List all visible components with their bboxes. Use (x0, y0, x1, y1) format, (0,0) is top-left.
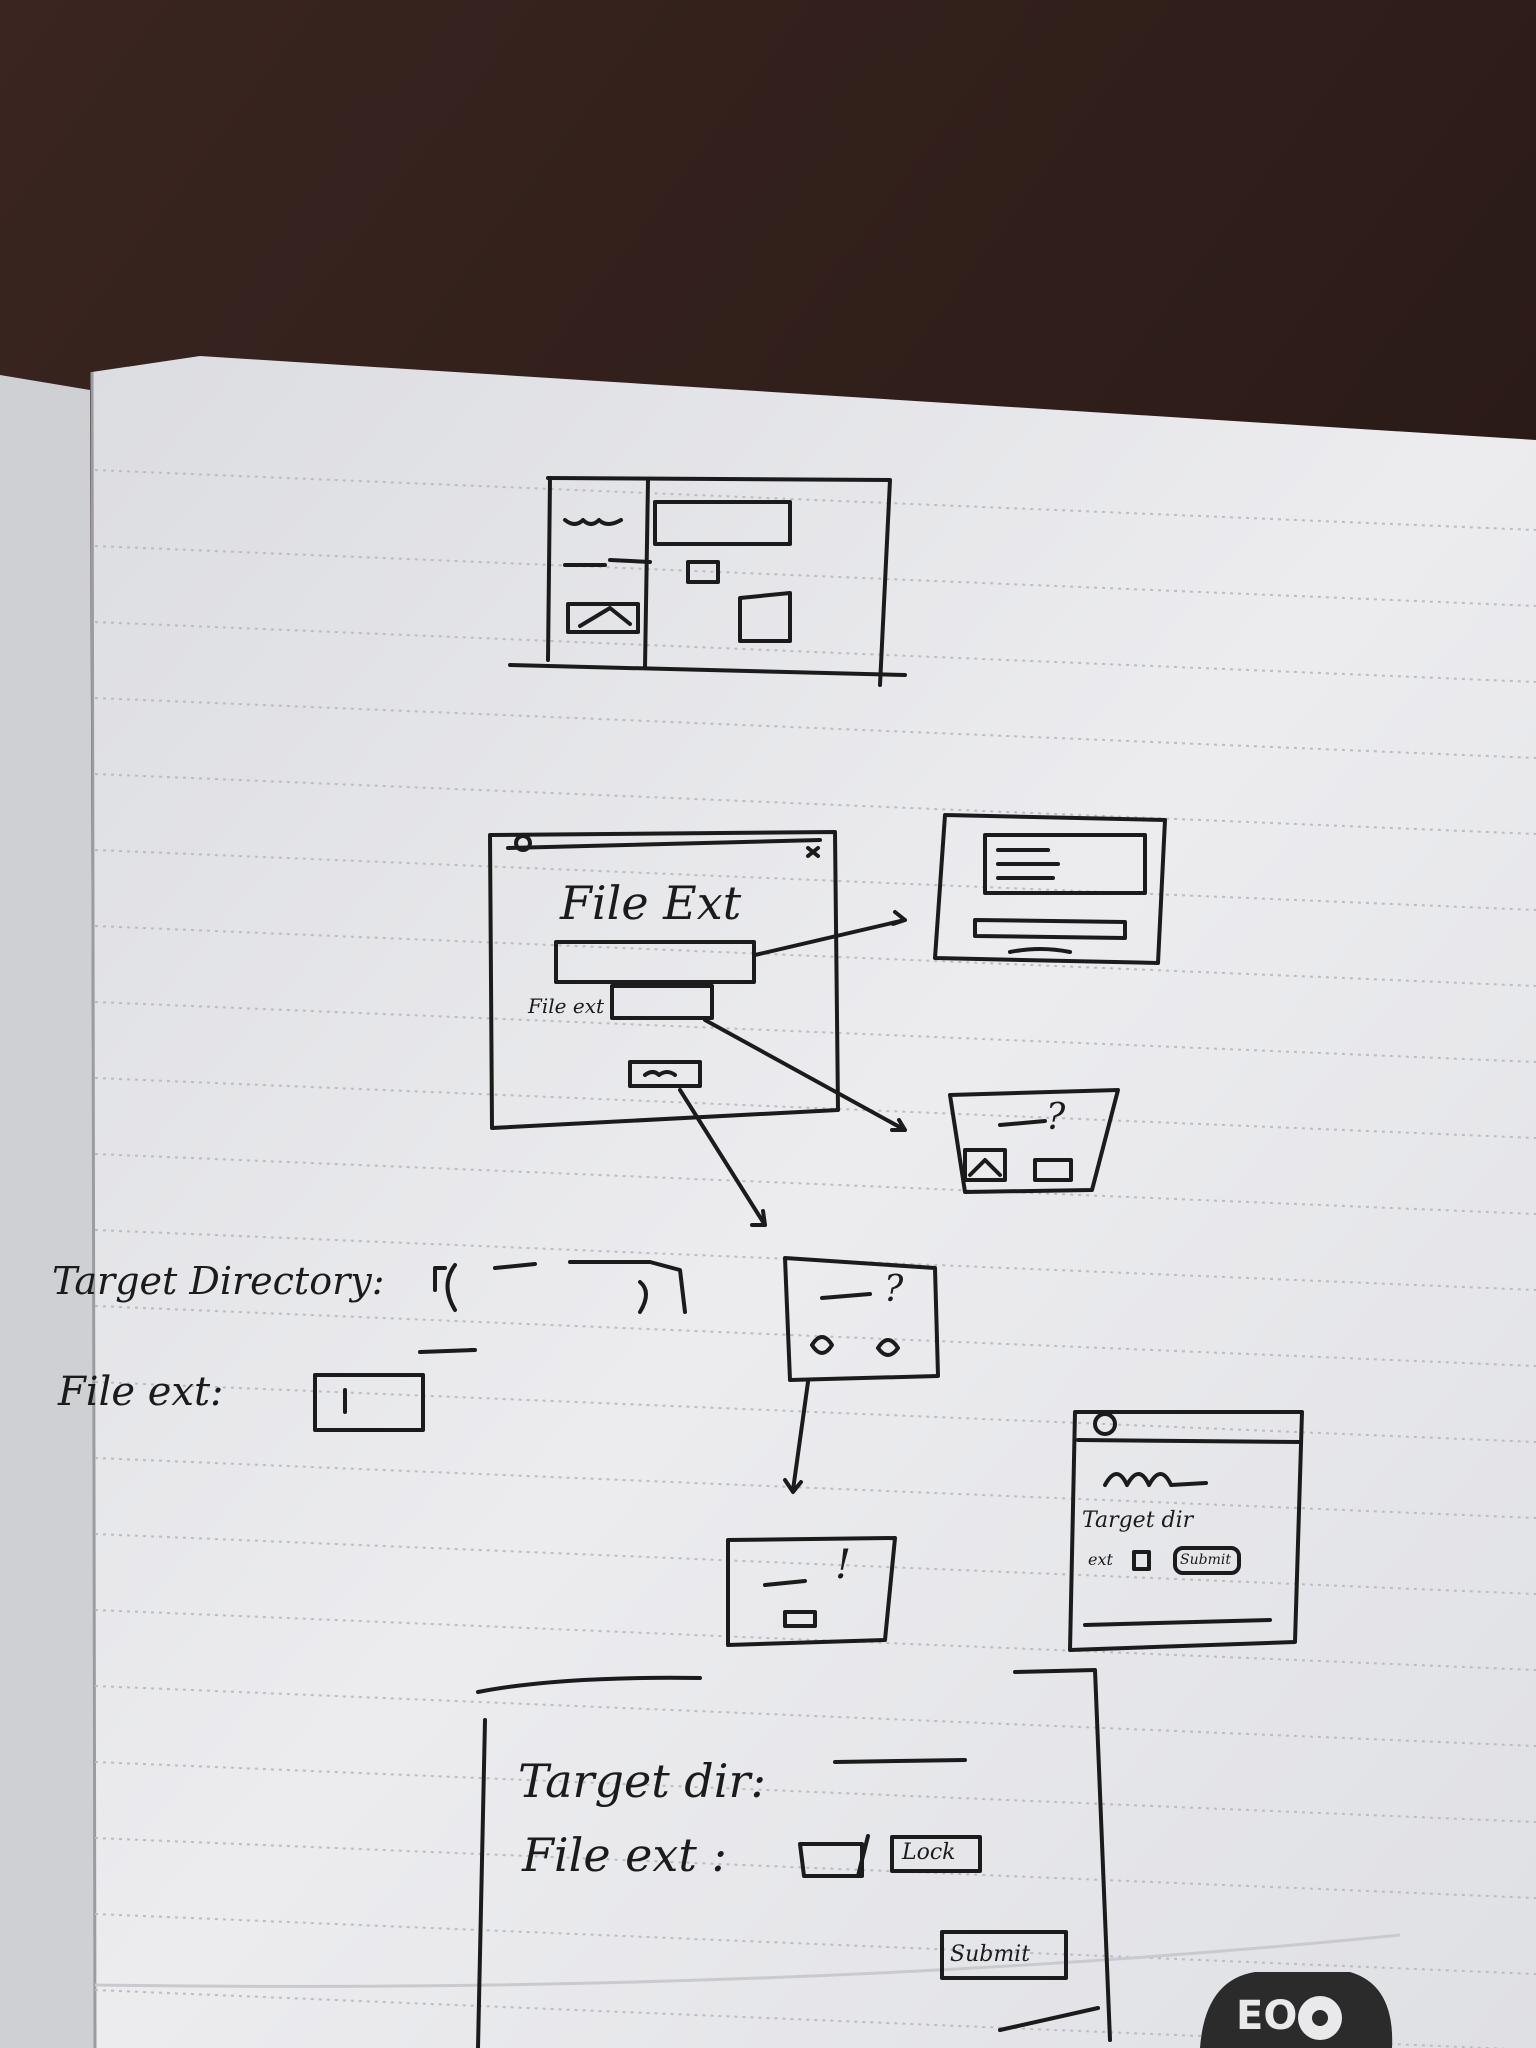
ruled-line (94, 925, 1536, 987)
ruled-lines (94, 469, 1536, 2048)
ruled-line (94, 1077, 1536, 1139)
lock-button-sketch: Lock (902, 1840, 956, 1865)
final-target-dir-label: Target dir: (518, 1754, 766, 1808)
question-mark-center: ? (884, 1269, 904, 1310)
mock-window-title: File Ext (560, 876, 742, 930)
ruled-line (94, 1837, 1536, 1899)
small-window-sketch (1068, 1410, 1304, 1652)
final-file-ext-label: File ext : (522, 1828, 727, 1882)
file-ext-label: File ext: (58, 1369, 224, 1415)
ruled-line (94, 1609, 1536, 1671)
ruled-line (94, 1305, 1536, 1367)
ruled-line (94, 773, 1536, 835)
eo-logo-text: EO (1236, 1993, 1298, 2039)
mock-window-sketch (488, 830, 907, 1227)
ruled-line (94, 1761, 1536, 1823)
ruled-line (94, 1685, 1536, 1747)
ruled-line (94, 1001, 1536, 1063)
question-dialog-right-sketch (948, 1088, 1120, 1194)
ruled-line (94, 1153, 1536, 1215)
target-directory-label: Target Directory: (52, 1259, 385, 1303)
layout-sketch (508, 476, 907, 687)
ruled-line (94, 469, 1536, 531)
question-dialog-center-sketch (783, 1256, 940, 1494)
form-sketch (313, 1260, 687, 1432)
alert-dialog-sketch (726, 1536, 897, 1647)
submit-button-sketch: Submit (950, 1942, 1031, 1967)
question-mark-right: ? (1046, 1097, 1066, 1138)
small-window-submit-button: Submit (1180, 1552, 1231, 1568)
ruled-line (94, 545, 1536, 607)
notebook-page (92, 356, 1536, 2048)
ruled-line (94, 849, 1536, 911)
ruled-line (94, 1913, 1536, 1975)
notebook-back-page (0, 375, 95, 2048)
ruled-line (94, 1381, 1536, 1443)
ruled-line (94, 697, 1536, 759)
eo-logo-icon (1200, 1972, 1393, 2048)
ruled-line (94, 1457, 1536, 1519)
small-window-ext-label: ext (1088, 1550, 1113, 1569)
final-form-sketch (476, 1668, 1112, 2048)
ruled-line (94, 621, 1536, 683)
alert-mark: ! (835, 1542, 852, 1588)
small-window-label: Target dir (1082, 1508, 1194, 1533)
panel-sketch (933, 813, 1167, 965)
mock-window-file-ext-label: File ext (528, 994, 605, 1018)
